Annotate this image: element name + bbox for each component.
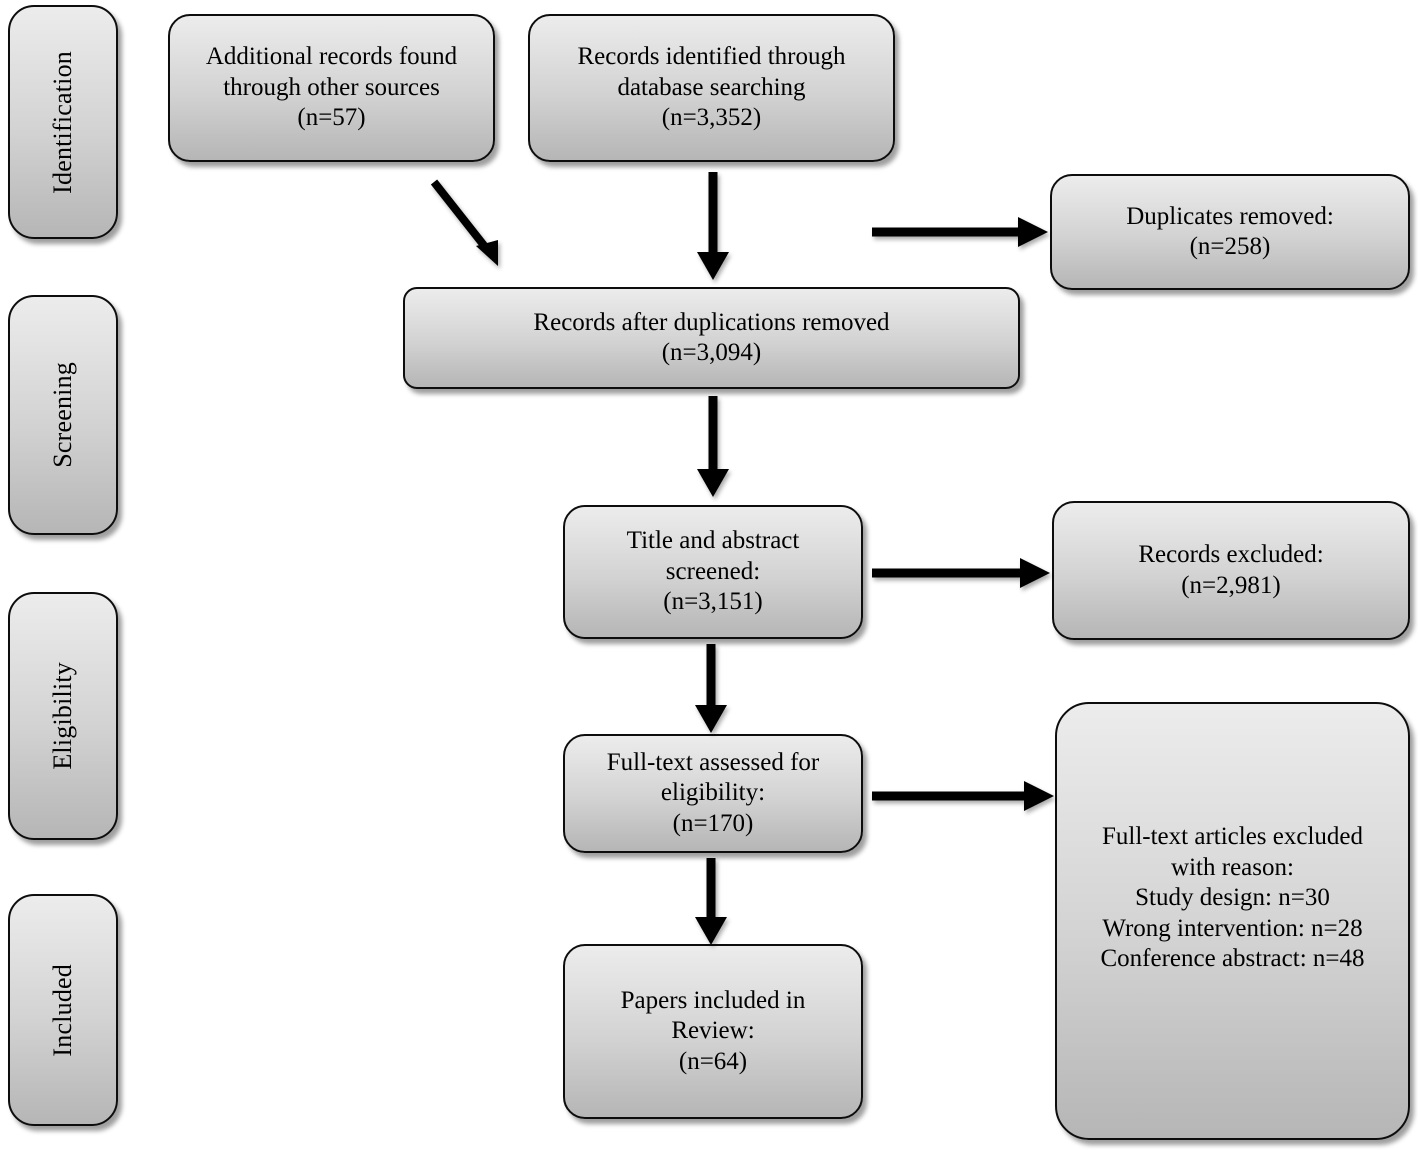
stage-label-screening: Screening bbox=[8, 295, 118, 535]
arrow-fulltext-to-excluded bbox=[872, 776, 1058, 816]
stage-label-eligibility: Eligibility bbox=[8, 592, 118, 840]
node-papers-included-text: Papers included in Review: (n=64) bbox=[620, 986, 806, 1075]
arrow-database-to-duplicates bbox=[872, 212, 1052, 252]
node-title-abstract-screened: Title and abstract screened: (n=3,151) bbox=[563, 505, 863, 639]
node-additional-records-text: Additional records found through other s… bbox=[205, 43, 458, 132]
node-fulltext-excluded-text: Full-text articles excluded with reason:… bbox=[1100, 823, 1365, 972]
node-duplicates-removed: Duplicates removed: (n=258) bbox=[1050, 174, 1410, 290]
node-database-records-text: Records identified through database sear… bbox=[577, 43, 846, 132]
node-fulltext-assessed-text: Full-text assessed for eligibility: (n=1… bbox=[606, 748, 820, 837]
node-records-excluded-text: Records excluded: (n=2,981) bbox=[1138, 541, 1324, 599]
arrow-fulltext-to-papers-included bbox=[688, 858, 734, 948]
node-duplicates-removed-text: Duplicates removed: (n=258) bbox=[1126, 202, 1334, 261]
node-records-after-duplicates-text: Records after duplications removed (n=3,… bbox=[533, 308, 890, 367]
arrow-additional-to-after-duplicates bbox=[428, 176, 518, 276]
arrow-after-duplicates-to-screened bbox=[690, 396, 736, 501]
stage-label-included-text: Included bbox=[48, 963, 78, 1057]
node-records-after-duplicates: Records after duplications removed (n=3,… bbox=[403, 287, 1020, 389]
arrow-database-to-after-duplicates bbox=[690, 172, 736, 284]
node-title-abstract-screened-text: Title and abstract screened: (n=3,151) bbox=[626, 527, 800, 616]
stage-label-included: Included bbox=[8, 894, 118, 1126]
stage-label-screening-text: Screening bbox=[48, 362, 78, 468]
stage-label-identification-text: Identification bbox=[48, 50, 78, 194]
node-fulltext-excluded: Full-text articles excluded with reason:… bbox=[1055, 702, 1410, 1140]
stage-label-identification: Identification bbox=[8, 5, 118, 239]
node-additional-records: Additional records found through other s… bbox=[168, 14, 495, 162]
arrow-screened-to-records-excluded bbox=[872, 553, 1054, 593]
node-papers-included: Papers included in Review: (n=64) bbox=[563, 944, 863, 1119]
arrow-screened-to-fulltext bbox=[688, 644, 734, 736]
node-records-excluded: Records excluded: (n=2,981) bbox=[1052, 501, 1410, 640]
stage-label-eligibility-text: Eligibility bbox=[48, 662, 78, 770]
node-fulltext-assessed: Full-text assessed for eligibility: (n=1… bbox=[563, 734, 863, 853]
node-database-records: Records identified through database sear… bbox=[528, 14, 895, 162]
